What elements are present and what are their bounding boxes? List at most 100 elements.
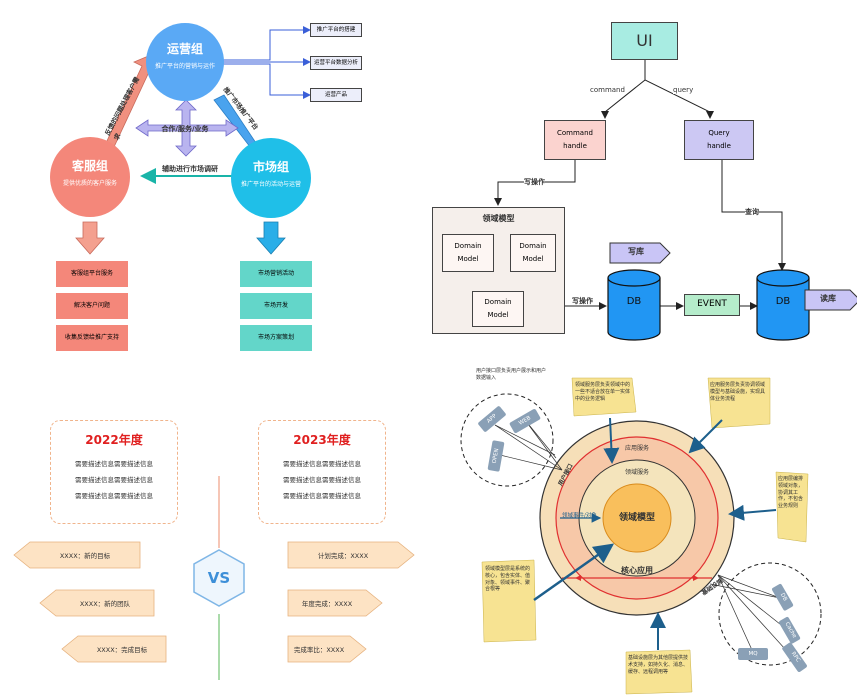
write-op-label-1: 写操作: [524, 177, 545, 187]
domain-model-2-line1: Domain: [519, 242, 547, 251]
command-handle-line2: handle: [563, 142, 587, 150]
domain-model-3: Domain Model: [472, 291, 524, 327]
domain-model-1-line1: Domain: [454, 242, 482, 251]
note-top-right: 应用服务层负责协调领域模型与基础设施，实现具体业务流程: [710, 382, 766, 402]
right-tag-2: [287, 589, 383, 617]
layer-domain-service-label: 领域服务: [624, 469, 649, 476]
market-down-arrow: [256, 221, 286, 255]
write-db-tag: 写库: [628, 247, 644, 256]
market-title: 市场组: [252, 160, 289, 174]
service-task-2: 解决客户问题: [56, 293, 128, 319]
read-db-cylinder: [756, 269, 810, 341]
ops-title: 运营组: [166, 42, 203, 56]
year-a-line-2: 需要描述信息需要描述信息: [75, 476, 153, 484]
domain-model-2: Domain Model: [510, 234, 556, 272]
write-db-tag-shape: [609, 242, 671, 264]
service-circle: [50, 137, 130, 217]
note-left-arrow: [533, 543, 615, 602]
left-tag-3: [61, 635, 167, 663]
note-right: 应用层编排领域对象，协调其工作，不包含业务规则: [778, 476, 804, 509]
arrow-market-service-label: 辅助进行市场调研: [162, 165, 218, 173]
right-tag-3: [287, 635, 367, 663]
year-b-line-2: 需要描述信息需要描述信息: [283, 476, 361, 484]
client-lines: [494, 419, 563, 471]
note-top-shape: [571, 377, 637, 417]
ops-circle: [146, 23, 224, 101]
year-a-title: 2022年度: [85, 433, 143, 447]
query-op-label: 查询: [745, 207, 759, 217]
onion-diagram: [460, 377, 822, 695]
command-label: command: [590, 86, 625, 94]
core-circle: [602, 483, 672, 553]
query-handle-box: Query handle: [684, 120, 754, 160]
event-box: EVENT: [684, 294, 740, 316]
market-task-3: 市场方案策划: [240, 325, 312, 351]
infra-mq-pill: [738, 648, 768, 660]
market-subtitle: 推广平台的活动与运营: [240, 181, 301, 188]
left-tag-1: [13, 541, 141, 569]
note-top: 领域服务层负责领域中的一些不适合放在单一实体中的业务逻辑: [575, 382, 631, 402]
ops-node: 运营组 推广平台的营销与运作: [146, 40, 224, 70]
year-a-line-1: 需要描述信息需要描述信息: [75, 460, 153, 468]
domain-model-1-line2: Model: [457, 255, 479, 263]
market-task-2: 市场开发: [240, 293, 312, 319]
client-group-circle: [460, 393, 554, 487]
left-tag-2: [39, 589, 155, 617]
note-left: 领域模型层是系统的核心，包含实体、值对象、领域事件、聚合根等: [485, 566, 531, 593]
domain-model-3-line2: Model: [487, 311, 509, 319]
layer-app-label: 应用服务: [624, 445, 649, 452]
ops-task-1: 推广平台的搭建: [310, 23, 362, 37]
year-b-title: 2023年度: [293, 433, 351, 447]
layer-domain-event-label: 领域事件/对象: [562, 513, 597, 519]
client-web-pill: [509, 409, 541, 433]
year-b-line-1: 需要描述信息需要描述信息: [283, 460, 361, 468]
note-right-arrow: [728, 504, 777, 521]
client-app-pill: [478, 406, 506, 432]
client-open-pill: [487, 440, 505, 472]
infra-lines: [709, 574, 796, 661]
ops-subtitle: 推广平台的营销与运作: [154, 63, 215, 70]
year-b-card: 2023年度 需要描述信息需要描述信息 需要描述信息需要描述信息 需要描述信息需…: [258, 420, 386, 524]
query-handle-line2: handle: [707, 142, 731, 150]
year-b-line-3: 需要描述信息需要描述信息: [283, 492, 361, 500]
note-right-shape: [775, 471, 809, 543]
ops-connector-3: [222, 63, 311, 99]
infra-cache-pill: [779, 616, 801, 644]
domain-title: 领域模型: [482, 214, 515, 223]
query-label: query: [673, 86, 694, 94]
right-tag-1: [287, 541, 415, 569]
service-task-1: 客服组平台服务: [56, 261, 128, 287]
note-bottom: 基础设施层为其他层提供技术支持，如持久化、消息、缓存、远程调用等: [628, 655, 689, 675]
write-db-cylinder: [607, 269, 661, 341]
domain-model-1: Domain Model: [442, 234, 494, 272]
write-db-label: DB: [626, 296, 642, 307]
service-task-3: 收集反馈给推广支持: [56, 325, 128, 351]
year-compare: [13, 476, 415, 680]
note-top-right-arrow: [688, 419, 723, 454]
left-item-1: XXXX：新的目标: [59, 552, 111, 560]
core-label: 领域模型: [618, 513, 655, 523]
org-chart: [50, 23, 311, 255]
read-db-label: DB: [775, 296, 791, 307]
infra-rpc-pill: [782, 642, 807, 672]
write-op-label-2: 写操作: [572, 297, 593, 305]
market-task-1: 市场营销活动: [240, 261, 312, 287]
service-subtitle: 提供优质的客户服务: [62, 180, 117, 187]
year-a-card: 2022年度 需要描述信息需要描述信息 需要描述信息需要描述信息 需要描述信息需…: [50, 420, 178, 524]
command-handle-line1: Command: [557, 129, 593, 138]
domain-model-2-line2: Model: [522, 255, 544, 263]
ui-to-query-arrow: [644, 60, 714, 119]
left-item-2: XXXX：新的团队: [79, 600, 131, 608]
year-a-line-3: 需要描述信息需要描述信息: [75, 492, 153, 500]
right-item-3: 完成率比：XXXX: [293, 646, 345, 654]
ops-task-2: 运营平台数据分析: [310, 56, 362, 70]
cqrs-diagram: [464, 60, 857, 341]
ui-box: UI: [611, 22, 678, 60]
note-bottom-shape: [625, 649, 693, 695]
read-db-tag-shape: [804, 289, 857, 311]
ops-task-3: 运营产品: [310, 88, 362, 102]
note-left-shape: [481, 559, 537, 643]
service-node: 客服组 提供优质的客户服务: [50, 157, 130, 187]
domain-model-3-line1: Domain: [484, 298, 512, 307]
